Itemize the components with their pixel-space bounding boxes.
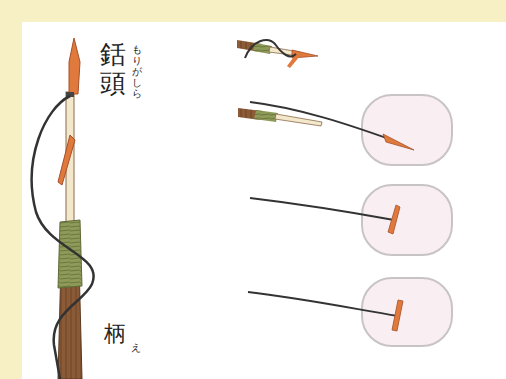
panel bbox=[22, 22, 506, 379]
step-1 bbox=[237, 40, 318, 68]
part-name: 銛頭 bbox=[100, 40, 126, 97]
harpoon-main bbox=[32, 38, 94, 379]
step-3 bbox=[250, 185, 452, 255]
step-2 bbox=[238, 95, 452, 165]
part-name: 柄 bbox=[104, 322, 126, 346]
step-4 bbox=[248, 278, 452, 346]
furigana: え bbox=[131, 342, 141, 353]
furigana: もりがしら bbox=[132, 44, 142, 99]
